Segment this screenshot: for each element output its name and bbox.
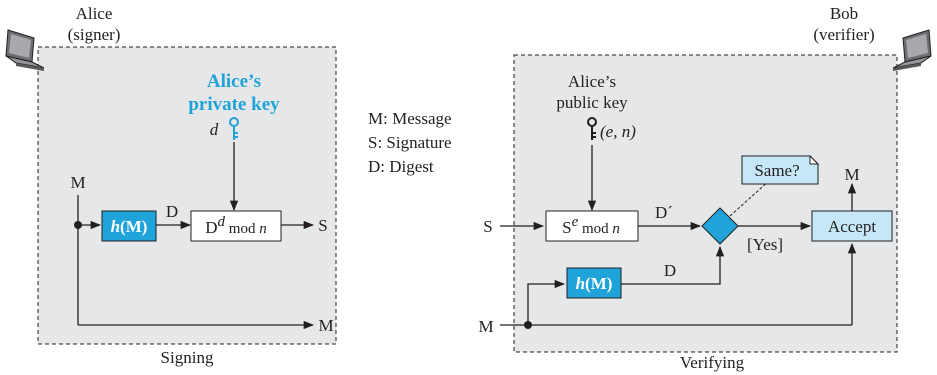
- alice-name: Alice: [76, 4, 113, 23]
- signing-hash-label: h(M): [111, 217, 148, 236]
- verifying-caption: Verifying: [680, 353, 745, 372]
- signing-region: Signing: [37, 46, 337, 367]
- verifying-message-out: M: [844, 165, 859, 184]
- verifying-hash-box: [566, 267, 622, 299]
- verifying-digest-prime-label: D´: [655, 203, 673, 222]
- signing-hash-box: [101, 210, 157, 242]
- alice-role: (signer): [68, 25, 121, 44]
- bob-name: Bob: [830, 4, 858, 23]
- legend-item: D: Digest: [368, 157, 434, 176]
- compare-callout-pointer: [729, 179, 771, 217]
- legend: M: Message S: Signature D: Digest: [368, 109, 452, 176]
- bob-laptop-icon: [892, 29, 932, 72]
- signing-signature-out: S: [318, 216, 327, 235]
- signing-caption: Signing: [161, 348, 214, 367]
- legend-item: M: Message: [368, 109, 452, 128]
- yes-label: [Yes]: [747, 235, 783, 254]
- public-key-label-line1: Alice’s: [568, 72, 616, 91]
- legend-item: S: Signature: [368, 133, 452, 152]
- signing-message-in: M: [70, 173, 85, 192]
- signing-message-out: M: [318, 316, 333, 335]
- verifying-digest-arrow: [621, 245, 725, 285]
- bob-role: (verifier): [813, 25, 874, 44]
- private-key-label-line1: Alice’s: [207, 71, 261, 92]
- signing-encrypt-box: [190, 210, 282, 242]
- verifying-region: Verifying: [513, 54, 898, 372]
- signing-encrypt-label: Dd mod n: [205, 214, 266, 237]
- compare-callout: Same?: [741, 154, 820, 185]
- verifying-decrypt-label: Se mod n: [562, 214, 620, 237]
- public-key-value: (e, n): [600, 122, 636, 141]
- verifying-hash-label: h(M): [576, 274, 613, 293]
- verifying-region-box: [513, 54, 898, 353]
- accept-label: Accept: [828, 217, 876, 236]
- signing-region-box: [37, 46, 337, 345]
- verifying-message-in: M: [478, 317, 493, 336]
- verifying-digest-label: D: [664, 261, 676, 280]
- verifying-signature-in: S: [483, 217, 492, 236]
- signing-digest-label: D: [166, 202, 178, 221]
- verifying-to-hash-arrow: [527, 279, 566, 325]
- verifying-decrypt-box: [545, 210, 639, 242]
- private-key-symbol: d: [210, 120, 219, 139]
- compare-callout-text: Same?: [754, 161, 799, 180]
- private-key-icon: [229, 117, 239, 140]
- public-key-icon: [587, 117, 597, 140]
- private-key-label-line2: private key: [188, 94, 280, 115]
- compare-diamond: [701, 207, 739, 245]
- public-key-label-line2: public key: [556, 93, 628, 112]
